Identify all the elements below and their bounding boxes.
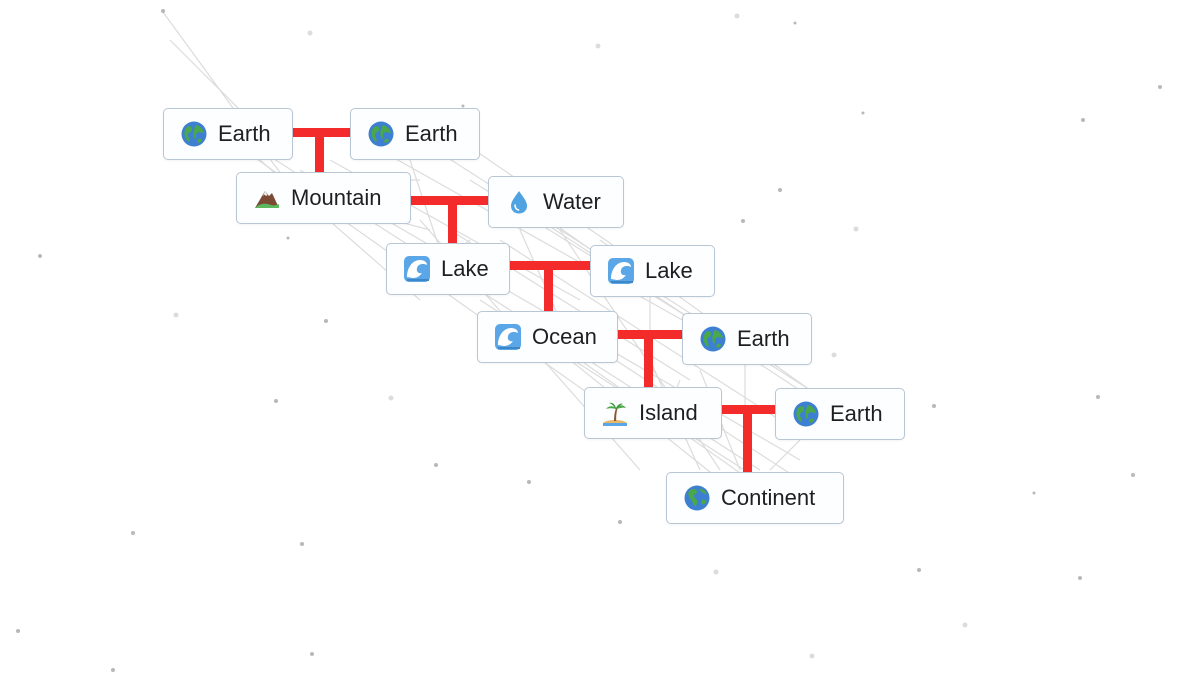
background-dot	[310, 652, 314, 656]
element-tile-earth[interactable]: Earth	[163, 108, 293, 160]
background-dot	[917, 568, 921, 572]
water-drop-icon	[505, 188, 533, 216]
background-dot	[300, 542, 304, 546]
connector-vertical	[644, 330, 653, 387]
connector-vertical	[544, 261, 553, 311]
background-dot	[1078, 576, 1082, 580]
element-tile-lake[interactable]: Lake	[386, 243, 510, 295]
element-label: Earth	[830, 401, 883, 426]
background-dot	[38, 254, 42, 258]
background-dot	[307, 30, 313, 36]
background-dot	[932, 404, 936, 408]
element-tile-mountain[interactable]: Mountain	[236, 172, 411, 224]
element-label: Mountain	[291, 185, 382, 210]
element-tile-island[interactable]: Island	[584, 387, 722, 439]
background-dot	[434, 463, 438, 467]
element-label: Lake	[441, 256, 489, 281]
background-dot	[853, 226, 859, 232]
wave-icon	[494, 323, 522, 351]
background-dot	[161, 9, 165, 13]
background-dot	[173, 312, 179, 318]
background-dot	[111, 668, 115, 672]
background-dot	[131, 531, 135, 535]
background-dot	[274, 399, 278, 403]
background-dot	[324, 319, 328, 323]
earth-globe-icon	[367, 120, 395, 148]
background-dot	[388, 395, 394, 401]
background-dot	[713, 569, 719, 575]
background-dot	[286, 236, 290, 240]
background-dot	[618, 520, 622, 524]
background-dot	[527, 480, 531, 484]
background-dot	[1032, 491, 1036, 495]
element-tile-earth[interactable]: Earth	[775, 388, 905, 440]
background-dot	[1096, 395, 1100, 399]
background-dot	[16, 629, 20, 633]
background-dot	[831, 352, 837, 358]
element-tile-lake[interactable]: Lake	[590, 245, 715, 297]
wave-icon	[607, 257, 635, 285]
earth-globe-icon	[699, 325, 727, 353]
earth-americas-icon	[683, 484, 711, 512]
wave-icon	[403, 255, 431, 283]
earth-globe-icon	[180, 120, 208, 148]
background-dot	[741, 219, 745, 223]
element-label: Earth	[405, 121, 458, 146]
background-dot	[1081, 118, 1085, 122]
island-icon	[601, 399, 629, 427]
earth-globe-icon	[792, 400, 820, 428]
background-dot	[734, 13, 740, 19]
background-dot	[809, 653, 815, 659]
element-tile-earth[interactable]: Earth	[350, 108, 480, 160]
connector-vertical	[743, 405, 752, 472]
element-label: Lake	[645, 258, 693, 283]
background-dot	[1131, 473, 1135, 477]
connector-vertical	[315, 128, 324, 172]
element-tile-earth[interactable]: Earth	[682, 313, 812, 365]
element-tile-continent[interactable]: Continent	[666, 472, 844, 524]
element-label: Earth	[737, 326, 790, 351]
background-dot	[461, 104, 465, 108]
element-label: Island	[639, 400, 698, 425]
background-dot	[595, 43, 601, 49]
connector-vertical	[448, 196, 457, 243]
background-dot	[962, 622, 968, 628]
background-dot	[778, 188, 782, 192]
element-label: Earth	[218, 121, 271, 146]
background-dot	[1158, 85, 1162, 89]
background-dot	[793, 21, 797, 25]
element-tile-water[interactable]: Water	[488, 176, 624, 228]
background-dots	[16, 9, 1162, 672]
background-dot	[861, 111, 865, 115]
mountain-icon	[253, 184, 281, 212]
element-label: Ocean	[532, 324, 597, 349]
element-label: Water	[543, 189, 601, 214]
element-tile-ocean[interactable]: Ocean	[477, 311, 618, 363]
element-label: Continent	[721, 485, 816, 510]
